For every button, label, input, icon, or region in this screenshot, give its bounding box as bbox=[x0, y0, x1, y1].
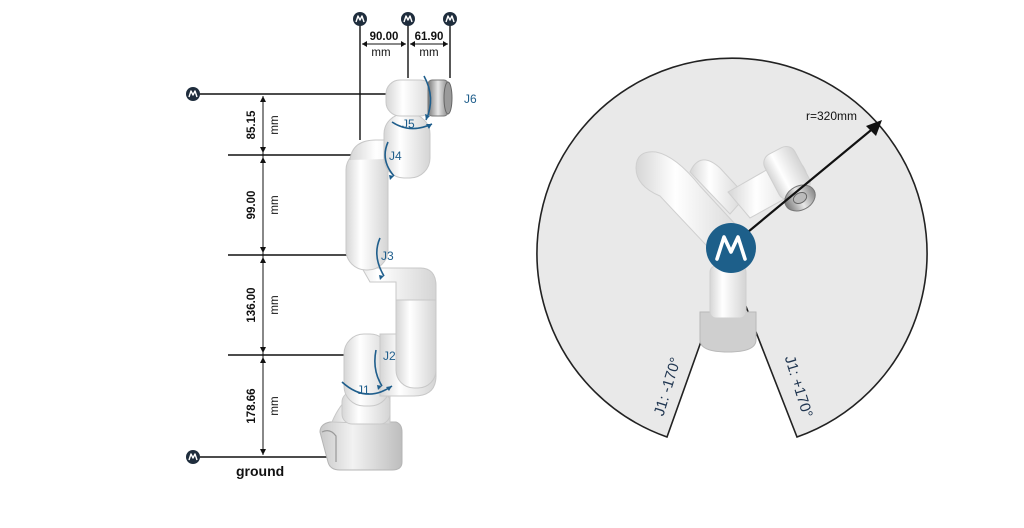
dim-h-value: 61.90 bbox=[415, 31, 444, 43]
joint-label-j3: J3 bbox=[381, 249, 394, 263]
dim-v-unit: mm bbox=[269, 396, 281, 415]
dim-v-unit: mm bbox=[269, 115, 281, 134]
dim-v-unit: mm bbox=[269, 195, 281, 214]
radius-label: r=320mm bbox=[806, 109, 857, 123]
ground-label: ground bbox=[236, 463, 284, 479]
side-view: 90.00 mm 61.90 mm 85.15 mm 99.00 mm 136.… bbox=[185, 11, 477, 479]
joint-label-j4: J4 bbox=[389, 149, 402, 163]
dim-h-unit: mm bbox=[419, 47, 438, 59]
joint-label-j6: J6 bbox=[464, 92, 477, 106]
dim-v-value: 136.00 bbox=[246, 287, 258, 322]
logo-icon bbox=[185, 86, 201, 102]
dim-h-value: 90.00 bbox=[370, 31, 399, 43]
robot-arm-top bbox=[635, 145, 816, 353]
dim-v-value: 99.00 bbox=[246, 191, 258, 220]
joint-label-j5: J5 bbox=[402, 117, 415, 131]
joint-label-j1: J1 bbox=[357, 383, 370, 397]
dim-v-value: 178.66 bbox=[246, 388, 258, 423]
radius-arrow bbox=[730, 125, 877, 247]
logo-icon bbox=[352, 11, 368, 27]
dim-v-value: 85.15 bbox=[246, 110, 258, 139]
logo-icon bbox=[185, 449, 201, 465]
top-view: r=320mm J1: -170° J1: +170° bbox=[536, 57, 928, 439]
robot-arm-side bbox=[319, 79, 453, 471]
logo-icon bbox=[706, 223, 756, 273]
joint-label-j2: J2 bbox=[383, 349, 396, 363]
dim-v-unit: mm bbox=[269, 295, 281, 314]
logo-icon bbox=[400, 11, 416, 27]
dim-h-unit: mm bbox=[371, 47, 390, 59]
logo-icon bbox=[442, 11, 458, 27]
